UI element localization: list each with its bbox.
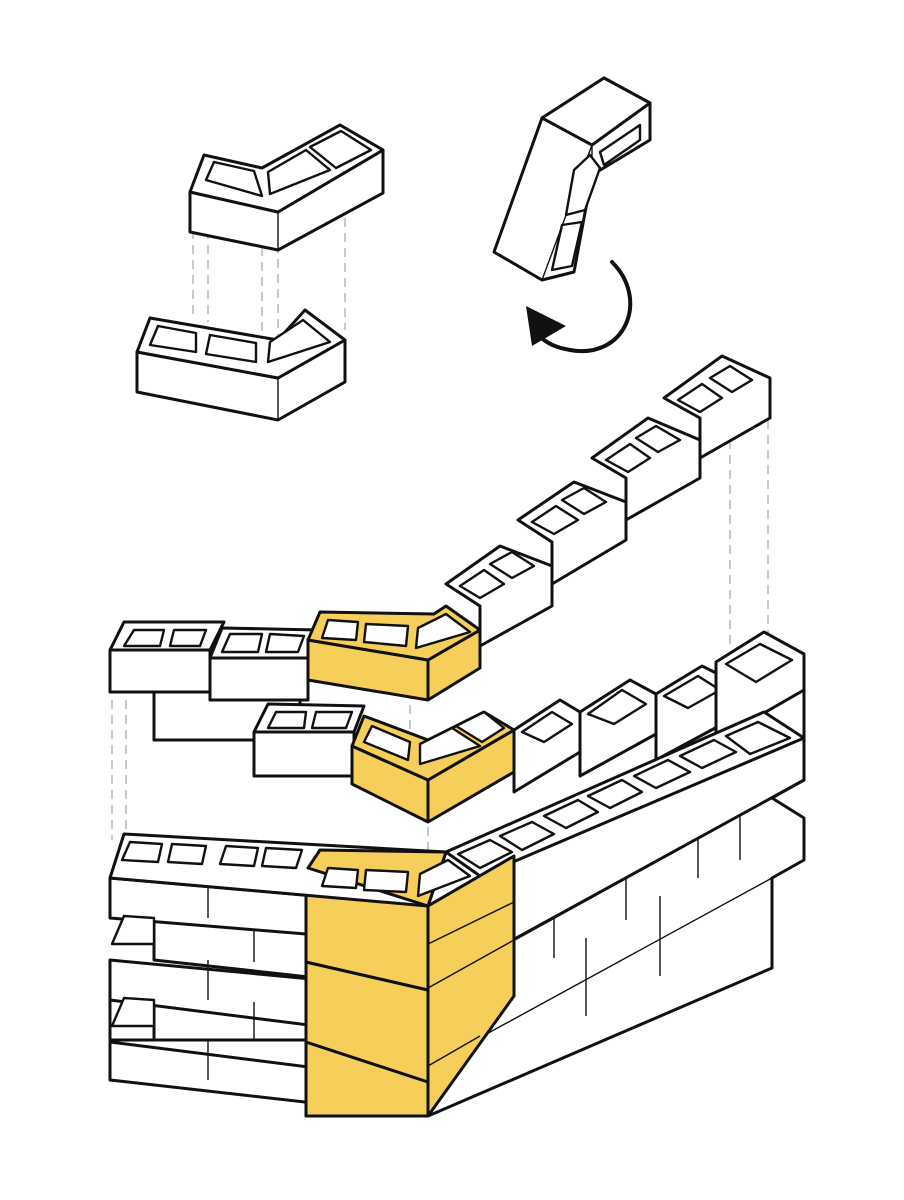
alignment-guides bbox=[111, 215, 769, 870]
floating-course-upper bbox=[108, 604, 482, 742]
floating-course-middle bbox=[252, 630, 806, 824]
wall-assembly bbox=[108, 688, 806, 1118]
rotate-arrow-icon bbox=[526, 260, 633, 354]
corner-block-bottom bbox=[135, 308, 347, 422]
stepped-course-right bbox=[444, 354, 772, 648]
rotated-block bbox=[492, 76, 652, 282]
corner-block-top bbox=[188, 123, 385, 252]
